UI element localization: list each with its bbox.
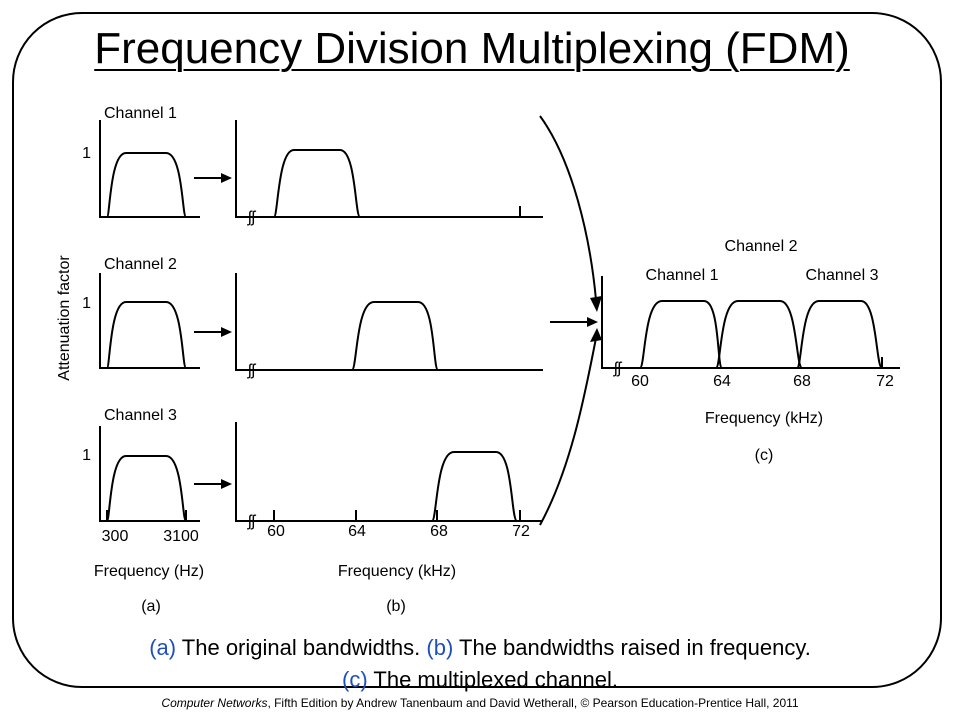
level-1-a1: 1: [82, 145, 91, 162]
axis-b1: [235, 120, 543, 218]
figure-caption: (a) The original bandwidths. (b) The ban…: [0, 632, 960, 696]
tick-label-c-60: 60: [631, 373, 649, 390]
panel-b-axis-label: Frequency (kHz): [338, 563, 456, 580]
caption-a-letter: (a): [149, 635, 177, 660]
caption-line-2: (c) The multiplexed channel.: [0, 664, 960, 696]
arrow-head-mid: [587, 317, 598, 327]
curve-arrow-top: [539, 115, 597, 301]
break-mark-b3: ʃʃ: [247, 513, 257, 530]
curve-arrow-bottom: [539, 337, 597, 526]
tick-label-300: 300: [102, 528, 129, 545]
caption-c-letter: (c): [342, 667, 368, 692]
arrow-head-bottom: [590, 328, 602, 342]
pulse-c1: [639, 300, 723, 369]
copyright-footer: Computer Networks, Fifth Edition by Andr…: [0, 696, 960, 710]
panel-b-letter: (b): [386, 598, 406, 615]
arrow-head-top: [590, 296, 602, 312]
axis-a1: [99, 120, 200, 218]
panel-c-axis-label: Frequency (kHz): [705, 410, 823, 427]
pulse-c3: [796, 300, 883, 369]
footer-credits: , Fifth Edition by Andrew Tanenbaum and …: [267, 696, 799, 710]
tick-label-b-72: 72: [512, 523, 530, 540]
tick-label-b-60: 60: [267, 523, 285, 540]
pulse-b3: [431, 451, 518, 522]
break-mark-b2: ʃʃ: [247, 362, 257, 379]
break-mark-c: ʃʃ: [613, 360, 623, 377]
caption-line-1: (a) The original bandwidths. (b) The ban…: [0, 632, 960, 664]
panel-a-letter: (a): [141, 598, 161, 615]
pulse-b2: [351, 301, 439, 371]
slide-title: Frequency Division Multiplexing (FDM): [94, 24, 850, 73]
mux-channel-1-label: Channel 1: [646, 267, 719, 284]
arrow-head-1: [221, 173, 232, 183]
channel-1-label: Channel 1: [104, 105, 177, 122]
pulse-a2: [106, 301, 187, 369]
footer-book-title: Computer Networks: [161, 696, 268, 710]
mux-channel-2-label: Channel 2: [725, 238, 798, 255]
axis-b3: [235, 422, 543, 522]
pulse-b1: [273, 149, 361, 218]
pulse-c2: [715, 300, 803, 369]
break-mark-b1: ʃʃ: [247, 209, 257, 226]
caption-b-letter: (b): [426, 635, 454, 660]
tick-label-3100: 3100: [163, 528, 199, 545]
level-1-a3: 1: [82, 447, 91, 464]
tick-label-b-68: 68: [430, 523, 448, 540]
caption-b-text: The bandwidths raised in frequency.: [459, 635, 811, 660]
tick-label-c-64: 64: [713, 373, 731, 390]
channel-3-label: Channel 3: [104, 407, 177, 424]
mux-channel-3-label: Channel 3: [806, 267, 879, 284]
axis-a3: [99, 426, 200, 522]
caption-c-text: The multiplexed channel.: [373, 667, 618, 692]
tick-label-c-72: 72: [876, 373, 894, 390]
pulse-a3: [106, 455, 187, 522]
channel-2-label: Channel 2: [104, 256, 177, 273]
arrow-head-3: [221, 479, 232, 489]
pulse-a1: [106, 152, 187, 218]
panel-a-axis-label: Frequency (Hz): [94, 563, 204, 580]
panel-c-letter: (c): [755, 447, 774, 464]
axis-c: [601, 276, 900, 369]
axis-a2: [99, 273, 200, 369]
y-axis-label: Attenuation factor: [56, 255, 73, 381]
arrow-head-2: [221, 327, 232, 337]
axis-b2: [235, 273, 543, 371]
tick-label-b-64: 64: [348, 523, 366, 540]
level-1-a2: 1: [82, 295, 91, 312]
tick-label-c-68: 68: [793, 373, 811, 390]
slide-frame: [12, 12, 942, 688]
caption-a-text: The original bandwidths.: [181, 635, 421, 660]
